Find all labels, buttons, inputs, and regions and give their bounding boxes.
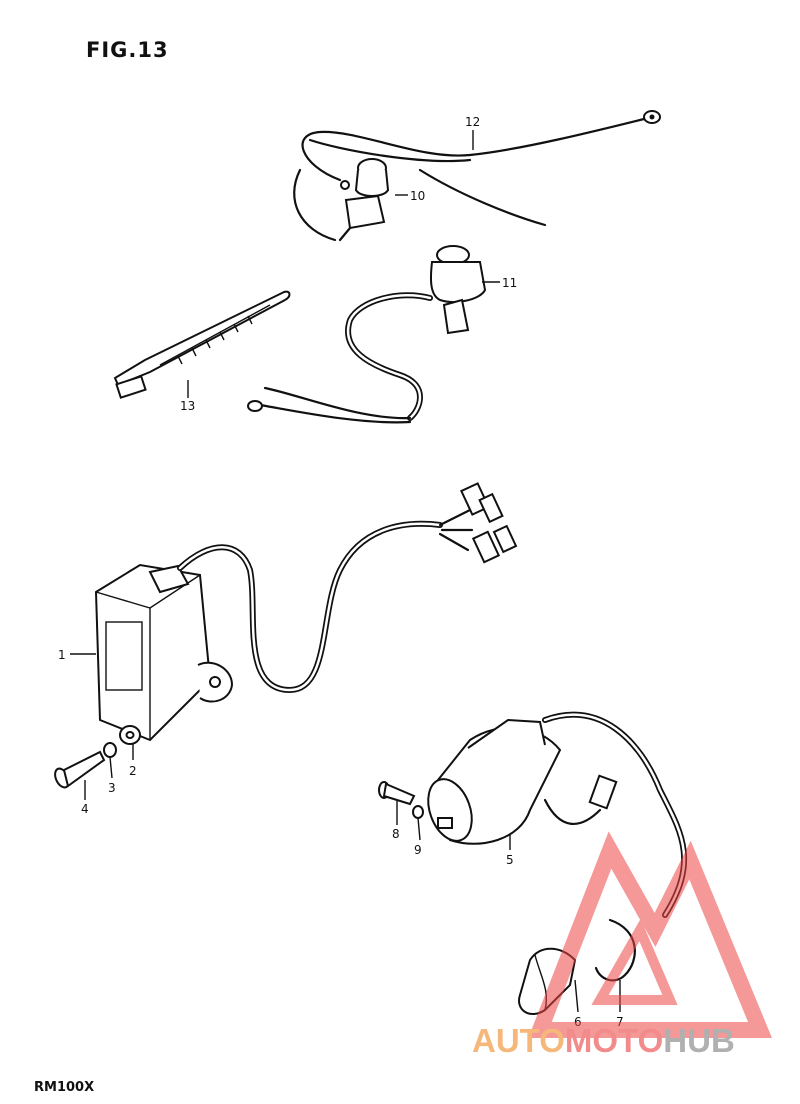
callout-9: 9 xyxy=(414,843,422,857)
callout-1: 1 xyxy=(58,648,66,662)
leader-lines xyxy=(70,130,621,1013)
clip-part-7 xyxy=(594,918,636,982)
switch-part-10 xyxy=(338,158,390,242)
watermark-auto: AUTO xyxy=(472,1022,565,1059)
washer-part-9 xyxy=(412,805,424,819)
watermark-moto: MOTO xyxy=(565,1022,663,1059)
callout-13: 13 xyxy=(180,399,195,413)
cdi-unit-part-1 xyxy=(94,482,518,742)
wire-lead-part-12 xyxy=(293,110,661,242)
callout-10: 10 xyxy=(410,189,425,203)
callout-3: 3 xyxy=(108,781,116,795)
ignition-coil-part-5 xyxy=(427,711,688,918)
watermark-hub: HUB xyxy=(663,1022,735,1059)
bolt-part-8 xyxy=(378,781,416,806)
switch-part-11 xyxy=(247,245,487,424)
callout-8: 8 xyxy=(392,827,400,841)
band-part-13 xyxy=(113,290,291,399)
watermark-logo xyxy=(528,831,772,1038)
bolt-part-4 xyxy=(54,750,106,789)
callout-2: 2 xyxy=(129,764,137,778)
callout-11: 11 xyxy=(502,276,517,290)
watermark-text: AUTOMOTOHUB xyxy=(472,1022,735,1059)
lock-washer-part-3 xyxy=(103,742,117,758)
model-code: RM100X xyxy=(34,1080,95,1095)
callout-4: 4 xyxy=(81,802,89,816)
callout-12: 12 xyxy=(465,115,480,129)
washer-part-2 xyxy=(119,725,141,745)
callout-5: 5 xyxy=(506,853,514,867)
figure-title: FIG.13 xyxy=(86,38,169,62)
